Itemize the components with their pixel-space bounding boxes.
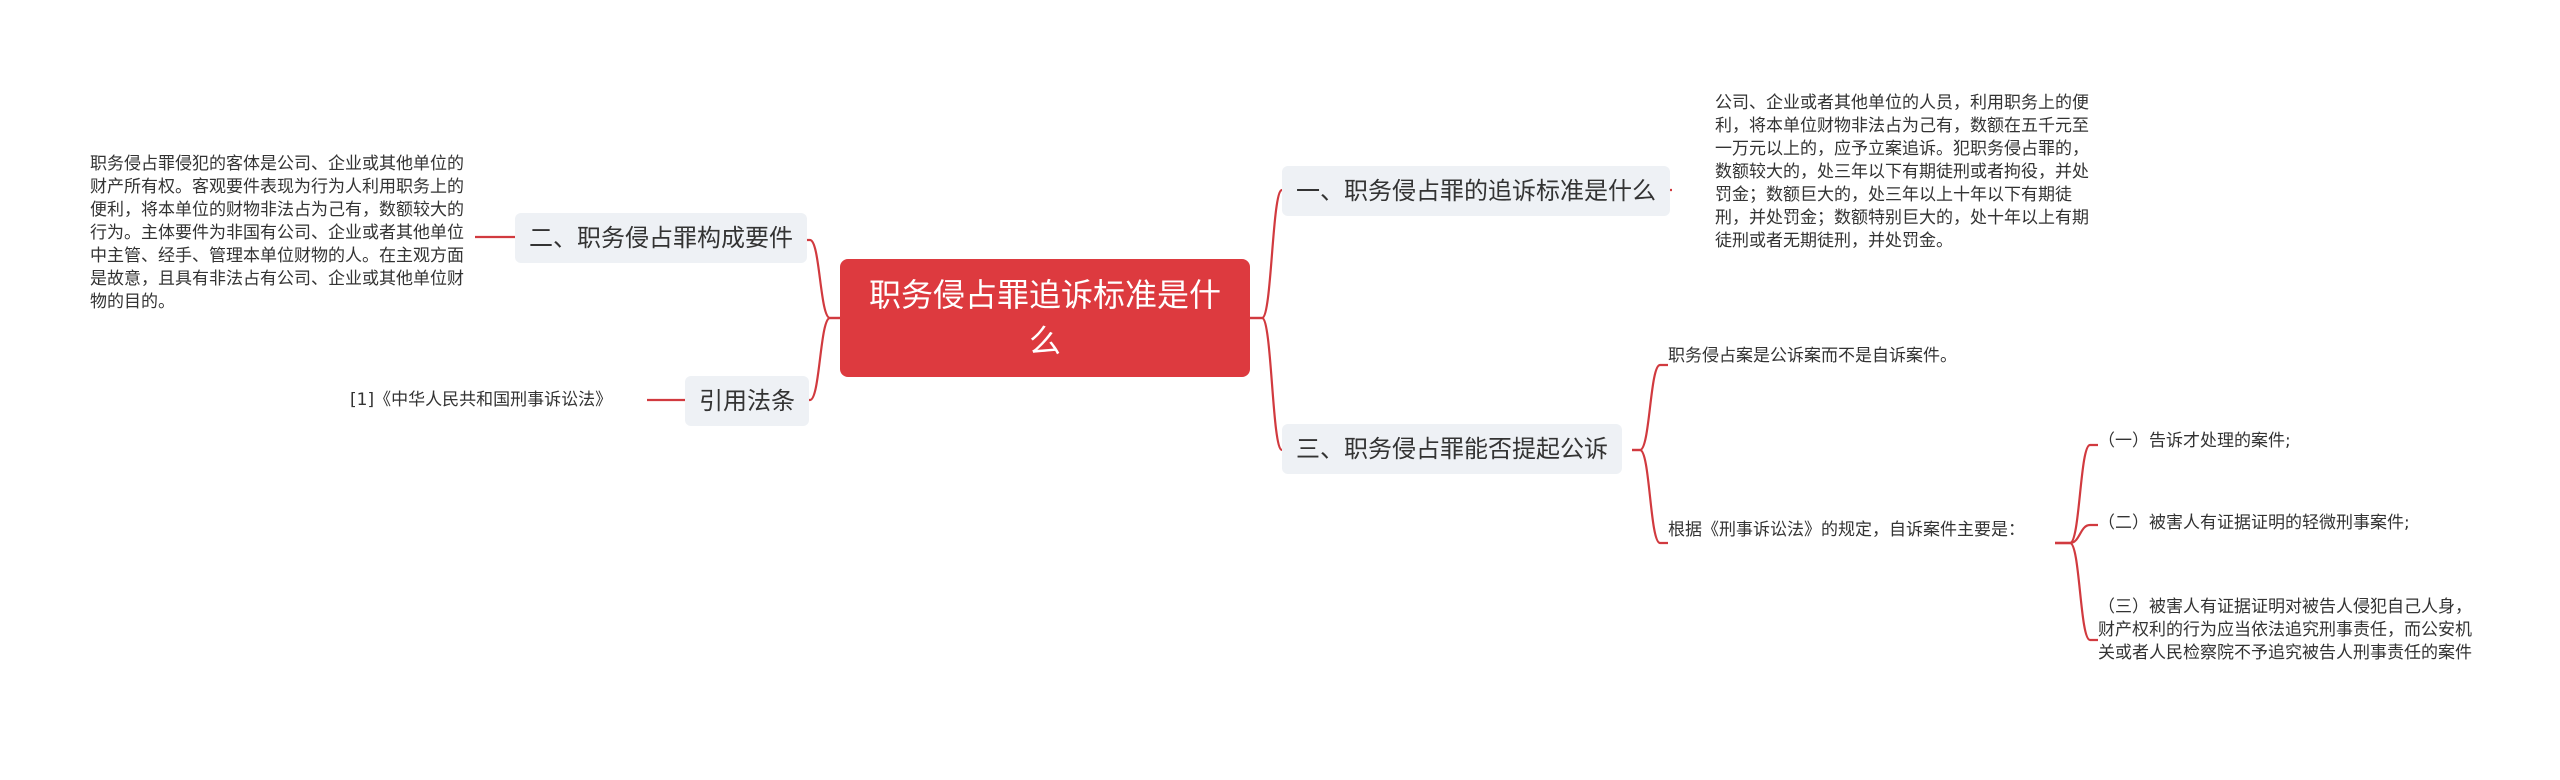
leaf-private-prosecution-rule: 根据《刑事诉讼法》的规定，自诉案件主要是： (1668, 520, 2025, 540)
leaf-cited-law: [1]《中华人民共和国刑事诉讼法》 (350, 390, 613, 410)
branch-label: 三、职务侵占罪能否提起公诉 (1296, 435, 1608, 463)
leaf-elements-detail: 职务侵占罪侵犯的客体是公司、企业或其他单位的财产所有权。客观要件表现为行为人利用… (90, 154, 464, 312)
connector-grandchild-3 (2055, 541, 2098, 642)
branch-cited-law[interactable]: 引用法条 (685, 376, 809, 426)
connector-prosecution-to-leaf-2 (1632, 448, 1668, 545)
branch-label: 引用法条 (699, 387, 795, 415)
leaf-standard-detail: 公司、企业或者其他单位的人员，利用职务上的便利，将本单位财物非法占为己有，数额在… (1715, 93, 2089, 251)
grandchild-item-1: （一）告诉才处理的案件; (2098, 431, 2291, 451)
leaf-public-case: 职务侵占案是公诉案而不是自诉案件。 (1668, 346, 1957, 366)
connector-grandchild-1 (2055, 443, 2098, 545)
branch-label: 二、职务侵占罪构成要件 (529, 224, 793, 252)
grandchild-item-2: （二）被害人有证据证明的轻微刑事案件; (2098, 513, 2410, 533)
root-node[interactable]: 职务侵占罪追诉标准是什么 (840, 259, 1250, 377)
branch-constituent-elements[interactable]: 二、职务侵占罪构成要件 (515, 213, 807, 263)
connector-root-to-law (800, 316, 840, 402)
connector-prosecution-to-leaf-1 (1632, 363, 1668, 452)
connector-root-to-prosecution (1250, 316, 1298, 452)
branch-label: 一、职务侵占罪的追诉标准是什么 (1296, 177, 1656, 205)
branch-prosecution-standard[interactable]: 一、职务侵占罪的追诉标准是什么 (1282, 166, 1670, 216)
grandchild-item-3: （三）被害人有证据证明对被告人侵犯自己人身，财产权利的行为应当依法追究刑事责任，… (2098, 597, 2472, 663)
root-label: 职务侵占罪追诉标准是什么 (868, 276, 1221, 360)
connector-root-to-standard (1250, 188, 1298, 320)
branch-public-prosecution[interactable]: 三、职务侵占罪能否提起公诉 (1282, 424, 1622, 474)
